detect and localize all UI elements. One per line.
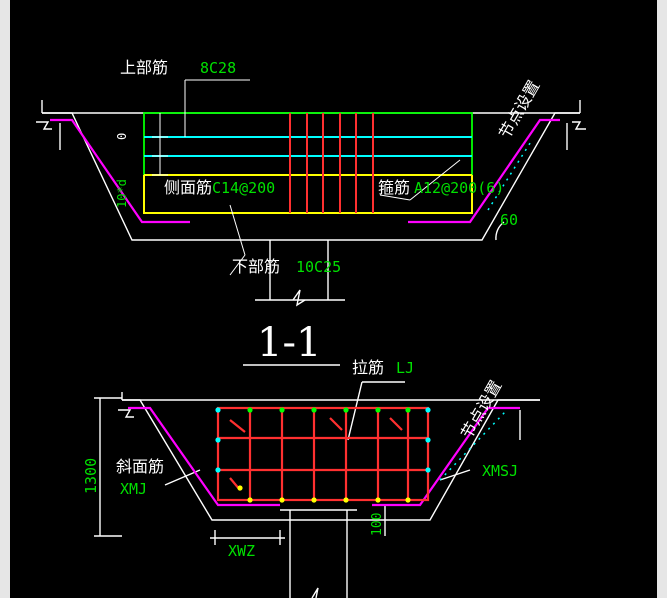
lower-bottom-dots [237,485,411,503]
upper-node-label: 节点设置 [495,77,543,142]
side-bar-label: 侧面筋 [164,178,212,197]
lower-section-drawing [94,381,540,598]
top-bar-label: 上部筋 [120,58,168,77]
angle-label: 60 [500,211,518,229]
stirrups [289,113,374,213]
xwz-label: XWZ [228,542,255,560]
stirrup-value: A12@200(6) [414,179,504,197]
lower-node-label: 节点设置 [457,377,505,442]
lower-node-dashes [439,411,506,481]
dim-100: 100 [370,513,385,536]
right-panel-edge [657,0,667,598]
lower-slope-bars [128,406,520,507]
tie-bar-value: LJ [396,359,414,377]
xmsj-label: XMSJ [482,462,518,480]
lower-side-dots [215,407,431,473]
bottom-bar-value: 10C25 [296,258,341,276]
stirrup-label: 箍筋 [378,178,410,197]
dim-10d: 10*d [115,179,129,208]
upper-section-drawing [36,79,586,307]
dim-1300: 1300 [82,458,100,494]
lower-top-dots [247,407,411,413]
side-bar-value: C14@200 [212,179,275,197]
tie-bar-label: 拉筋 [352,358,384,377]
left-panel-edge [0,0,10,598]
section-title: 1-1 [257,320,321,366]
bottom-bar-label: 下部筋 [232,257,280,276]
upper-node-dashes [487,139,533,211]
upper-slope-bars [50,118,560,224]
top-bar-value: 8C28 [200,59,236,77]
lower-rebar-cage [216,406,430,502]
upper-dimension-lines [152,79,461,276]
slope-bar-value: XMJ [120,480,147,498]
lower-outline [94,381,540,598]
slope-bar-label: 斜面筋 [116,457,164,476]
dim-zero: 0 [115,133,129,140]
